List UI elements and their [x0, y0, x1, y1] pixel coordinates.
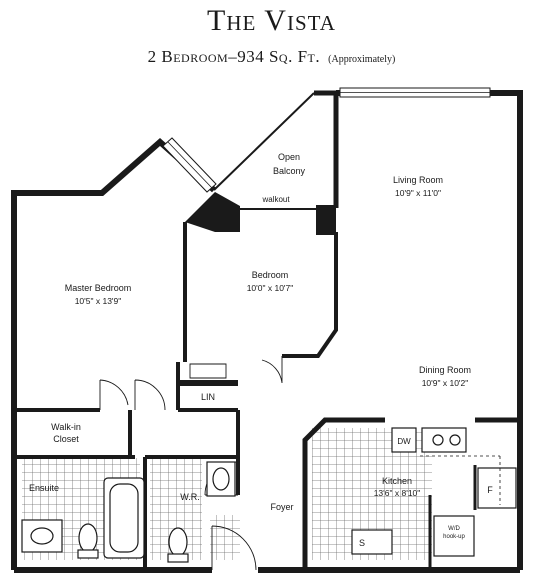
walkout-label: walkout	[261, 195, 290, 204]
master-bedroom-name: Master Bedroom	[65, 283, 132, 293]
lin-block	[178, 380, 238, 386]
counter-dashes	[420, 455, 501, 505]
wr-toilet	[168, 527, 188, 557]
dining-room-size: 10'9" x 10'2"	[422, 378, 469, 388]
wall-blocks	[178, 192, 336, 386]
room-labels: Open Balcony walkout Living Room 10'9" x…	[29, 152, 493, 548]
master-door-swing	[134, 379, 166, 411]
interior-walls	[14, 222, 520, 570]
ensuite-toilet-tank	[77, 549, 99, 559]
balcony-rail	[213, 92, 315, 191]
living-room-size: 10'9" x 11'0"	[395, 188, 441, 198]
dishwasher	[391, 427, 417, 453]
sink-label: S	[359, 538, 365, 548]
washer-dryer-box	[433, 515, 475, 557]
closet-label-2: Closet	[53, 434, 79, 444]
foyer-tile-floor	[210, 515, 240, 560]
plan-area-note: (Approximately)	[328, 54, 396, 65]
bedroom-wall-right	[282, 232, 338, 358]
kitchen-sink	[351, 529, 393, 555]
closet-label-1: Walk-in	[51, 422, 81, 432]
ensuite-sink	[30, 527, 54, 545]
bedroom-door-swing	[261, 356, 283, 384]
fridge-label: F	[487, 485, 493, 495]
wd-label-2: hook-up	[443, 534, 465, 540]
linen-door	[189, 363, 227, 379]
bathtub-inner	[109, 483, 139, 553]
wr-label: W.R.	[180, 492, 200, 502]
kitchen-wall	[302, 417, 385, 570]
living-room-name: Living Room	[393, 175, 443, 185]
balcony-label-2: Balcony	[273, 166, 306, 176]
corner-column	[185, 192, 240, 232]
entry-door-swing	[211, 525, 257, 571]
closet-door-swing	[99, 379, 129, 410]
kitchen-size: 13'6" x 8'10"	[374, 488, 421, 498]
kitchen-name: Kitchen	[382, 476, 412, 486]
foyer-label: Foyer	[270, 502, 293, 512]
burner-1	[432, 434, 444, 446]
windows	[162, 87, 491, 210]
wr-toilet-tank	[167, 553, 189, 563]
wr-sink	[212, 467, 230, 491]
plan-subtitle: 2 Bedroom–934 Sq. Ft.	[147, 47, 321, 66]
burner-2	[449, 434, 461, 446]
bedroom-name: Bedroom	[252, 270, 289, 280]
plan-title: The Vista	[207, 4, 336, 37]
plan-subtitle-line: 2 Bedroom–934 Sq. Ft. (Approximately)	[0, 47, 543, 67]
bedroom-size: 10'0" x 10'7"	[247, 283, 294, 293]
fixtures	[21, 427, 517, 563]
ensuite-toilet	[78, 523, 98, 553]
balcony-wall	[314, 90, 339, 208]
doors	[99, 356, 283, 571]
ensuite-label: Ensuite	[29, 483, 59, 493]
dishwasher-label: DW	[397, 437, 411, 446]
dining-room-name: Dining Room	[419, 365, 471, 375]
fridge	[477, 467, 517, 509]
column-right	[316, 205, 336, 235]
linen-label: LIN	[201, 392, 215, 402]
master-bedroom-size: 10'5" x 13'9"	[75, 296, 122, 306]
wd-label-1: W/D	[448, 526, 460, 532]
balcony-label-1: Open	[278, 152, 300, 162]
